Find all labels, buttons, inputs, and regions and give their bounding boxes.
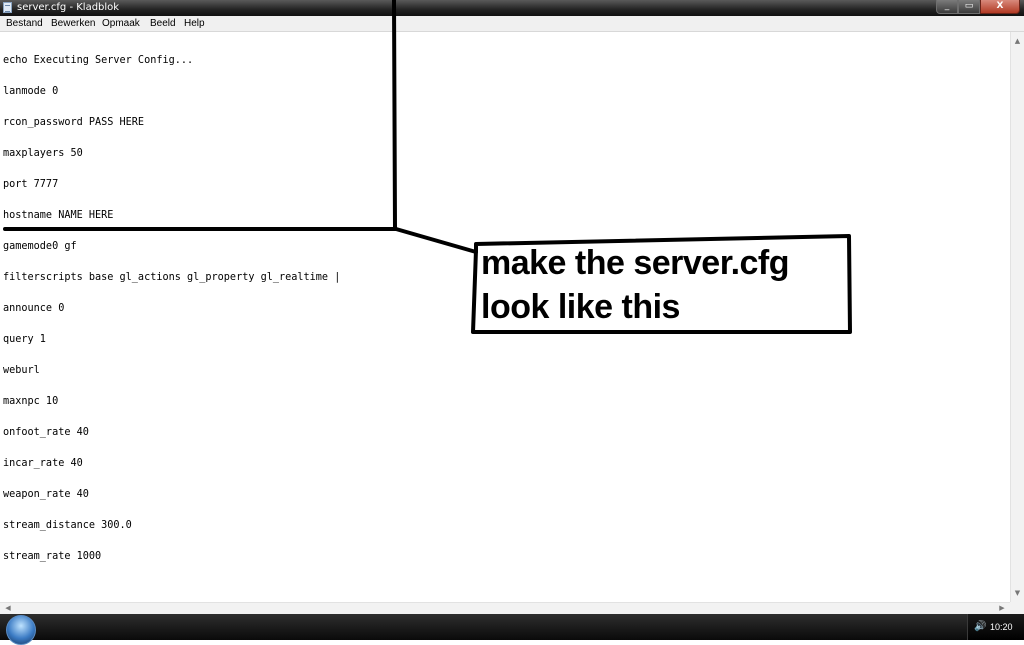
scroll-up-arrow-icon[interactable]: ▲ [1014, 37, 1021, 45]
annotation-line-1: make the server.cfg [481, 244, 790, 282]
menu-help[interactable]: Help [184, 18, 205, 29]
editor-line: filterscripts base gl_actions gl_propert… [3, 271, 341, 283]
start-button[interactable] [6, 615, 36, 645]
scroll-down-arrow-icon[interactable]: ▼ [1014, 589, 1021, 597]
close-button[interactable]: X [980, 0, 1020, 14]
editor-line: hostname NAME HERE [3, 209, 114, 221]
menu-bar: Bestand Bewerken Opmaak Beeld Help [0, 16, 1024, 32]
editor-line: announce 0 [3, 302, 65, 314]
editor-line: incar_rate 40 [3, 458, 83, 470]
menu-bestand[interactable]: Bestand [6, 18, 43, 29]
notepad-icon [3, 2, 12, 13]
editor-line: query 1 [3, 333, 46, 345]
annotation-callout: make the server.cfg look like this [481, 241, 790, 329]
editor-line: stream_distance 300.0 [3, 520, 132, 532]
scroll-right-arrow-icon[interactable]: ▶ [999, 604, 1005, 612]
window-titlebar: server.cfg - Kladblok _ ▭ X [0, 0, 1024, 16]
editor-line: onfoot_rate 40 [3, 427, 89, 439]
window-title: server.cfg - Kladblok [17, 2, 120, 13]
editor-line: weburl [3, 365, 40, 376]
editor-line: rcon_password PASS HERE [3, 116, 145, 128]
editor-line: port 7777 [3, 178, 59, 190]
clock[interactable]: 10:20 [990, 622, 1013, 632]
maximize-button[interactable]: ▭ [958, 0, 980, 14]
taskbar: 🔊 10:20 [0, 614, 1024, 645]
horizontal-scrollbar[interactable]: ◀ ▶ [0, 602, 1010, 614]
menu-opmaak[interactable]: Opmaak [102, 18, 140, 29]
system-tray: 🔊 10:20 [967, 614, 1024, 640]
editor-line: maxnpc 10 [3, 396, 59, 408]
scrollbar-corner [1010, 602, 1024, 614]
editor-line: gamemode0 gf [3, 240, 77, 252]
speaker-icon[interactable]: 🔊 [974, 621, 987, 632]
editor-line: lanmode 0 [3, 85, 59, 97]
window-controls: _ ▭ X [936, 0, 1020, 14]
minimize-button[interactable]: _ [936, 0, 958, 14]
annotation-line-2: look like this [481, 288, 680, 326]
editor-content[interactable]: echo Executing Server Config... lanmode … [3, 35, 340, 583]
editor-line: stream_rate 1000 [3, 551, 102, 563]
editor-line: maxplayers 50 [3, 147, 83, 159]
menu-beeld[interactable]: Beeld [150, 18, 176, 29]
scroll-left-arrow-icon[interactable]: ◀ [5, 604, 11, 612]
menu-bewerken[interactable]: Bewerken [51, 18, 96, 29]
editor-line: echo Executing Server Config... [3, 54, 194, 66]
vertical-scrollbar[interactable]: ▲ ▼ [1010, 32, 1024, 602]
editor-line: weapon_rate 40 [3, 489, 89, 501]
